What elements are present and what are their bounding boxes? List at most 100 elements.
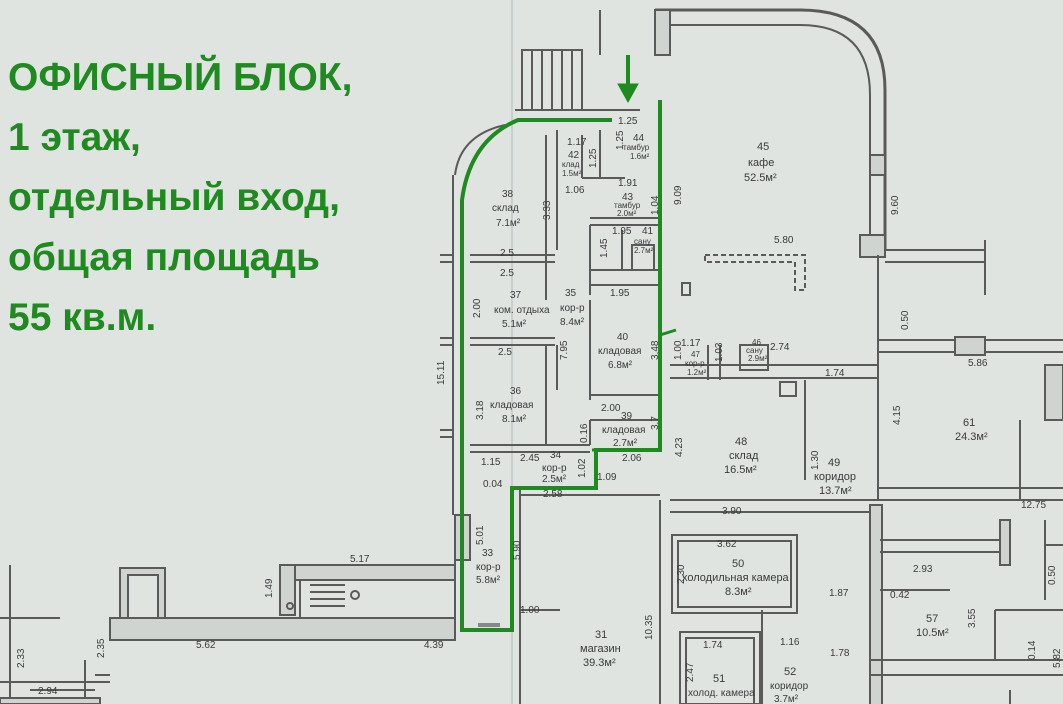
dimension: 2.35	[96, 638, 107, 658]
room-34-name: кор-р	[542, 463, 567, 474]
dimension: 3.48	[650, 340, 661, 360]
dimension: 1.87	[829, 588, 849, 599]
dimension: 2.74	[770, 342, 790, 353]
room-43-area: 2.0м²	[617, 209, 637, 218]
dimension: 1.17	[567, 137, 587, 148]
room-39-name: кладовая	[602, 425, 645, 436]
office-outline	[460, 100, 677, 632]
dimension: 3.7	[650, 416, 661, 430]
room-45-area: 52.5м²	[744, 172, 777, 184]
room-40-area: 6.8м²	[608, 360, 633, 371]
room-38-area: 7.1м²	[496, 218, 521, 229]
dimension: 1.91	[618, 178, 638, 189]
dimension: 2.47	[685, 662, 696, 682]
dimension: 9.60	[890, 195, 901, 215]
dimension: 4.15	[892, 405, 903, 425]
dimension: 1.30	[810, 450, 821, 470]
dimension: 1.15	[481, 457, 501, 468]
room-49-area: 13.7м²	[819, 485, 852, 497]
headline-line-3: отдельный вход,	[8, 176, 340, 219]
dimension: 3.33	[542, 200, 553, 220]
dimension: 2.5	[500, 268, 514, 279]
dimension: 0.04	[483, 479, 503, 490]
dimension: 4.39	[424, 640, 444, 651]
room-49-name: коридор	[814, 471, 856, 483]
dimension: 1.49	[264, 578, 275, 598]
dimension: 1.95	[610, 288, 630, 299]
room-41-number: 41	[642, 226, 654, 237]
dimension: 0.16	[579, 423, 590, 443]
dimension: 2.45	[520, 453, 540, 464]
dimension: 0.50	[1047, 565, 1058, 585]
dimension: 3.62	[717, 539, 737, 550]
room-50-number: 50	[732, 558, 744, 570]
room-34-area: 2.5м²	[542, 474, 567, 485]
room-40-number: 40	[617, 332, 629, 343]
dimension: 1.00	[673, 340, 684, 360]
room-48-name: склад	[729, 450, 759, 462]
room-49-number: 49	[828, 457, 840, 469]
dimension: 1.95	[612, 226, 632, 237]
dimension: 10.35	[644, 615, 655, 640]
room-37-name: ком. отдыха	[494, 305, 550, 316]
dimension: 1.00	[520, 605, 540, 616]
room-61-number: 61	[963, 417, 975, 429]
dimension: 5.86	[968, 358, 988, 369]
walls	[0, 8, 1063, 704]
room-34-number: 34	[550, 450, 562, 461]
dimension: 2.5	[498, 347, 512, 358]
headline-line-2: 1 этаж,	[8, 116, 141, 159]
dimension: 2.93	[913, 564, 933, 575]
dimension: 1.17	[681, 338, 701, 349]
room-48-number: 48	[735, 436, 747, 448]
room-39-number: 39	[621, 411, 633, 422]
dimension: 1.45	[599, 238, 610, 258]
dimension: 5.80	[774, 235, 794, 246]
room-51-number: 51	[713, 673, 725, 685]
dimension: 1.06	[565, 185, 585, 196]
room-labels: 45 кафе 52.5м² 44 тамбур 1.6м² 43 тамбур…	[476, 133, 988, 704]
dimension: 7.95	[559, 340, 570, 360]
room-45-name: кафе	[748, 157, 774, 169]
dimension: 1.16	[780, 637, 800, 648]
dimension: 2.5	[500, 248, 514, 259]
dimension: 2.58	[543, 489, 563, 500]
room-31-area: 39.3м²	[583, 657, 616, 669]
dimension: 0.50	[900, 310, 911, 330]
dimension: 1.04	[650, 195, 661, 215]
dimension: 4.23	[674, 437, 685, 457]
dimension: 2.33	[16, 648, 27, 668]
dimension: 1.25	[618, 116, 638, 127]
room-44-area: 1.6м²	[630, 152, 650, 161]
entrance-arrow-icon	[617, 55, 639, 104]
room-42-name: клад	[562, 160, 580, 169]
headline: ОФИСНЫЙ БЛОК, 1 этаж, отдельный вход, об…	[8, 48, 352, 348]
dimension: 5.82	[1052, 648, 1063, 668]
room-42-number: 42	[568, 150, 580, 161]
room-45-number: 45	[757, 141, 769, 153]
room-48-area: 16.5м²	[724, 464, 757, 476]
dimension: 1.09	[597, 472, 617, 483]
room-33-area: 5.8м²	[476, 575, 501, 586]
room-57-number: 57	[926, 613, 938, 625]
dimension: 3.90	[722, 506, 742, 517]
room-43-number: 43	[622, 192, 634, 203]
headline-line-1: ОФИСНЫЙ БЛОК,	[8, 56, 353, 99]
room-51-name: холод. камера	[688, 688, 755, 699]
headline-line-4: общая площадь	[8, 236, 321, 279]
room-33-number: 33	[482, 548, 494, 559]
room-41-name: сану	[634, 237, 651, 246]
room-36-name: кладовая	[490, 400, 533, 411]
room-38-number: 38	[502, 189, 514, 200]
dimension: 1.74	[825, 368, 845, 379]
room-47-name: кор-р	[685, 359, 705, 368]
dimension: 2.00	[601, 403, 621, 414]
room-52-area: 3.7м²	[774, 694, 799, 704]
dimension: 1.25	[588, 148, 599, 168]
dimension: 1.78	[830, 648, 850, 659]
room-46-name: сану	[746, 346, 763, 355]
dimension-labels: 1.25 1.17 1.25 1.25 1.06 1.91 3.33 1.04 …	[16, 116, 1063, 697]
room-52-name: коридор	[770, 681, 809, 692]
dimension: 0.42	[890, 590, 910, 601]
